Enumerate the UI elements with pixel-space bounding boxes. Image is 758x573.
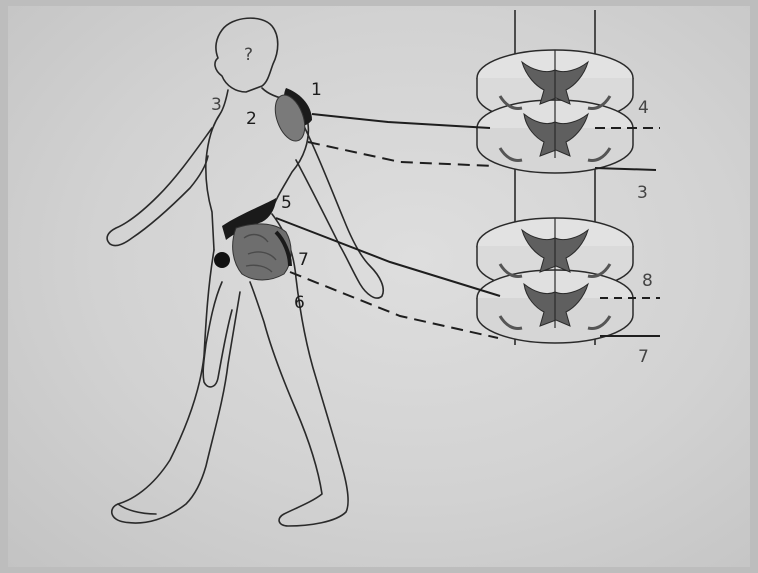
nerve-line-5 [276, 218, 500, 296]
figure-back-leg [112, 250, 240, 523]
label-4: 4 [638, 98, 649, 118]
label-3-spine: 3 [637, 183, 648, 203]
label-3-body: 3 [211, 95, 222, 115]
label-head: ? [244, 45, 253, 65]
label-6: 6 [294, 293, 305, 313]
nerve-line-3 [595, 168, 656, 170]
lower-spinal-segment [477, 218, 633, 343]
label-5: 5 [281, 193, 292, 213]
figure-front-arm [296, 118, 383, 298]
nerve-line-6 [290, 272, 498, 338]
figure-back-arm [107, 128, 212, 246]
label-1: 1 [311, 80, 322, 100]
nerve-line-2 [308, 142, 495, 166]
label-7-spine: 7 [638, 347, 649, 367]
nerve-line-1 [312, 114, 490, 128]
label-7-body: 7 [298, 250, 309, 270]
label-8: 8 [642, 271, 653, 291]
hip-dark-dot [214, 252, 230, 268]
label-2: 2 [246, 109, 257, 129]
upper-spinal-segment [477, 50, 633, 173]
